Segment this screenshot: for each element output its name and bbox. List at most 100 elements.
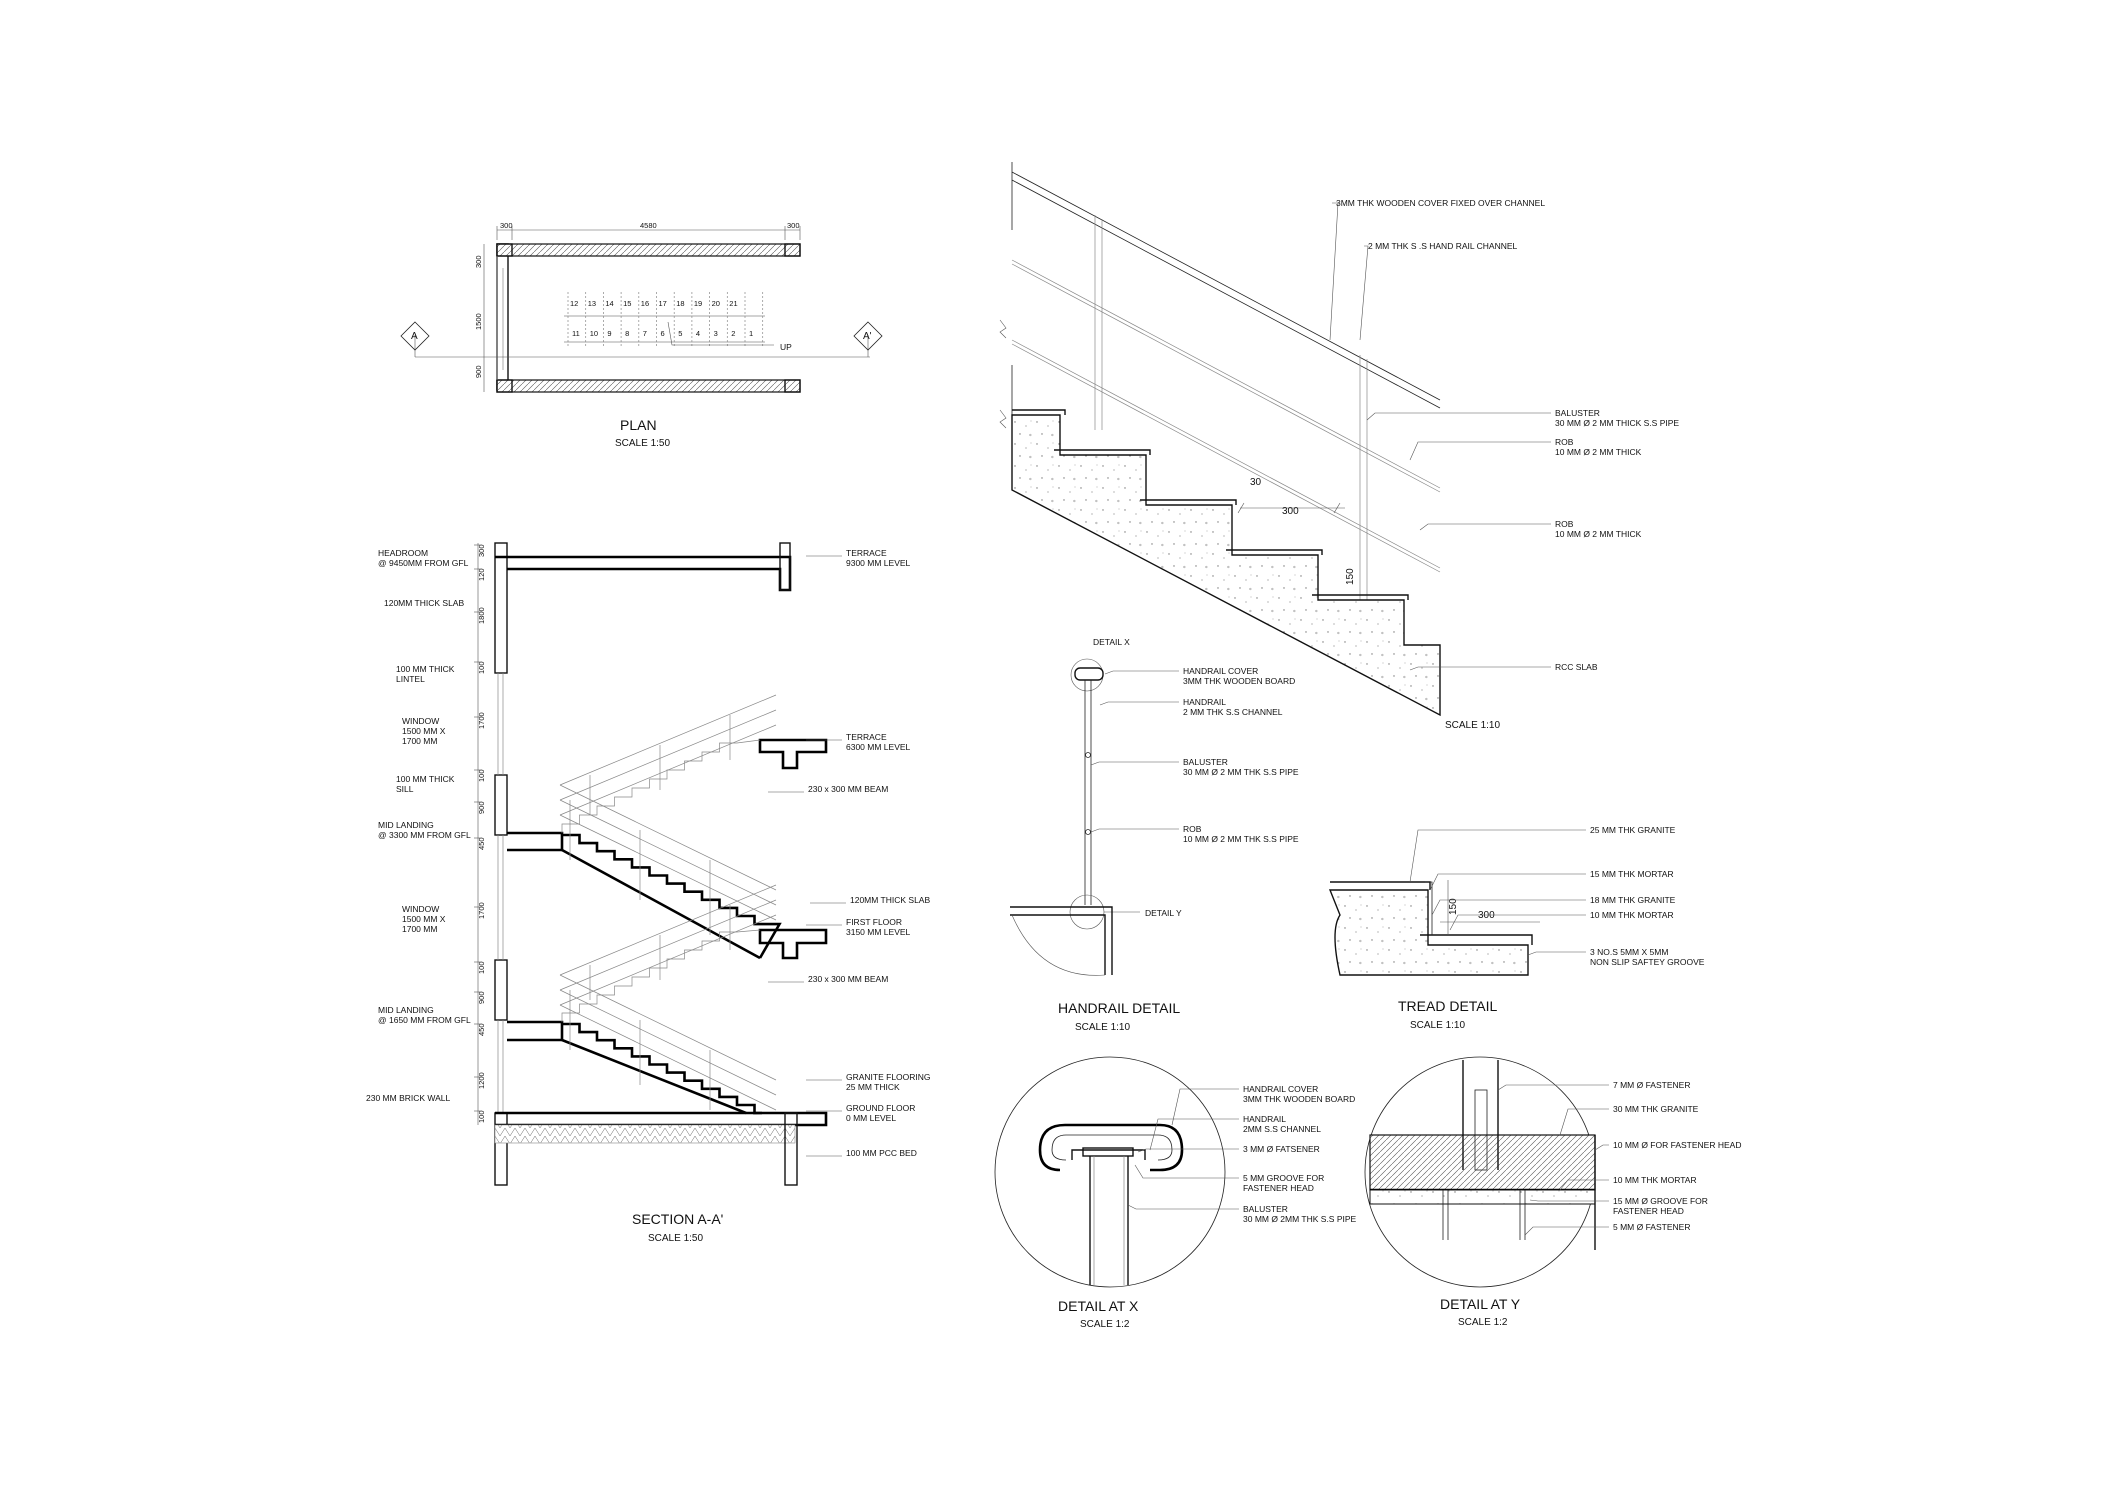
detail-x-label: 2MM S.S CHANNEL [1243, 1124, 1321, 1134]
ground-floor-slab [495, 1111, 828, 1127]
section-scale: SCALE 1:50 [648, 1233, 703, 1244]
stair-label: RCC SLAB [1555, 662, 1598, 672]
section-right-label: 0 MM LEVEL [846, 1113, 896, 1123]
section-left-label: MID LANDING [378, 820, 434, 830]
section-view: 3001201800100170010090045017001009004501… [366, 542, 931, 1244]
section-handrails [559, 694, 777, 1111]
stair-label: ROB [1555, 519, 1574, 529]
plan-step-number: 17 [659, 299, 667, 308]
plan-step-number: 1 [749, 329, 753, 338]
plan-dim-right: 300 [787, 221, 800, 230]
tread-label: 3 NO.S 5MM X 5MM [1590, 947, 1668, 957]
detail-x-scale: SCALE 1:2 [1080, 1319, 1130, 1330]
detail-x-label: 3 MM Ø FATSENER [1243, 1144, 1320, 1154]
detail-x-label: 5 MM GROOVE FOR [1243, 1173, 1324, 1183]
stair-dim-riser: 150 [1345, 568, 1356, 585]
section-left-label: 100 MM THICK [396, 774, 455, 784]
plan-left-wall [496, 243, 509, 391]
plan-step-number: 8 [625, 329, 629, 338]
plan-dim-v1: 300 [474, 255, 483, 268]
detail-y-label: 5 MM Ø FASTENER [1613, 1222, 1690, 1232]
plan-step-number: 10 [590, 329, 598, 338]
plan-bottom-wall [496, 379, 801, 393]
section-wall-top [494, 542, 508, 674]
section-vdim: 1200 [477, 1072, 486, 1089]
stair-detail-view: 300 30 150 3MM THK WOODEN COVER FIXED OV… [999, 162, 1679, 731]
plan-up-arrow [667, 321, 774, 346]
plan-step-number: 9 [607, 329, 611, 338]
section-vdim: 450 [477, 1023, 486, 1036]
plan-step-number: 11 [572, 329, 580, 338]
section-right-label: GROUND FLOOR [846, 1103, 915, 1113]
stair-label: 30 MM Ø 2 MM THICK S.S PIPE [1555, 418, 1679, 428]
detail-x-label: FASTENER HEAD [1243, 1183, 1314, 1193]
tread-label: 15 MM THK MORTAR [1590, 869, 1674, 879]
stair-dim-tread: 300 [1282, 506, 1299, 517]
section-left-label: 1500 MM X [402, 914, 446, 924]
detail-y-label: 7 MM Ø FASTENER [1613, 1080, 1690, 1090]
detail-y-label: 10 MM Ø FOR FASTENER HEAD [1613, 1140, 1741, 1150]
section-left-label: HEADROOM [378, 548, 428, 558]
section-marker-a-label: A [411, 331, 418, 342]
section-left-label: 1700 MM [402, 736, 437, 746]
handrail-detail-title: HANDRAIL DETAIL [1058, 1000, 1180, 1016]
plan-step-number: 7 [643, 329, 647, 338]
detail-x-label: 3MM THK WOODEN BOARD [1243, 1094, 1355, 1104]
terrace-slab [758, 738, 828, 770]
section-right-label: 3150 MM LEVEL [846, 927, 911, 937]
handrail-label: HANDRAIL COVER [1183, 666, 1258, 676]
section-marker-a [400, 321, 430, 351]
section-vdim: 1700 [477, 902, 486, 919]
plan-title: PLAN [620, 417, 657, 433]
plan-step-number: 20 [712, 299, 720, 308]
detail-x-ss-channel [1071, 1149, 1146, 1160]
section-marker-a-prime-label: A' [863, 331, 872, 342]
section-vdim: 100 [477, 961, 486, 974]
section-vdim: 120 [477, 568, 486, 581]
stair-dim-nosing: 30 [1250, 477, 1262, 488]
plan-step-number: 18 [676, 299, 684, 308]
handrail-label: 10 MM Ø 2 MM THK S.S PIPE [1183, 834, 1299, 844]
section-right-label: 230 x 300 MM BEAM [808, 974, 888, 984]
detail-y-label: 15 MM Ø GROOVE FOR [1613, 1196, 1708, 1206]
section-right-label: TERRACE [846, 732, 887, 742]
section-left-label: WINDOW [402, 904, 439, 914]
plan-step-number: 14 [605, 299, 613, 308]
stair-label: BALUSTER [1555, 408, 1600, 418]
section-right-label: 120MM THICK SLAB [850, 895, 930, 905]
plan-dim-v3: 1500 [474, 313, 483, 330]
plan-step-number: 2 [731, 329, 735, 338]
section-left-label: MID LANDING [378, 1005, 434, 1015]
tread-concrete [1328, 889, 1529, 976]
tread-label: 25 MM THK GRANITE [1590, 825, 1676, 835]
section-left-label: WINDOW [402, 716, 439, 726]
detail-x-title: DETAIL AT X [1058, 1298, 1139, 1314]
detail-y-mortar [1369, 1189, 1596, 1205]
detail-x-label: BALUSTER [1243, 1204, 1288, 1214]
plan-step-number: 3 [714, 329, 718, 338]
plan-up-label: UP [780, 342, 792, 352]
detail-y-callout: DETAIL Y [1145, 908, 1182, 918]
detail-x-wood-cover [1038, 1123, 1184, 1172]
handrail-detail-scale: SCALE 1:10 [1075, 1022, 1130, 1033]
handrail-label: 3MM THK WOODEN BOARD [1183, 676, 1295, 686]
section-roof-slab [495, 555, 792, 592]
section-left-label: 230 MM BRICK WALL [366, 1093, 451, 1103]
plan-step-number: 6 [661, 329, 665, 338]
detail-x-label: HANDRAIL COVER [1243, 1084, 1318, 1094]
stair-label: ROB [1555, 437, 1574, 447]
stair-rcc-steps [1011, 414, 1441, 717]
section-left-label: LINTEL [396, 674, 425, 684]
section-right-label: 230 x 300 MM BEAM [808, 784, 888, 794]
plan-step-number: 21 [729, 299, 737, 308]
plan-step-number: 13 [588, 299, 596, 308]
handrail-label: BALUSTER [1183, 757, 1228, 767]
tread-label: 10 MM THK MORTAR [1590, 910, 1674, 920]
tread-label: NON SLIP SAFTEY GROOVE [1590, 957, 1705, 967]
section-right-label: TERRACE [846, 548, 887, 558]
section-vdim: 900 [477, 991, 486, 1004]
section-vdim: 450 [477, 837, 486, 850]
